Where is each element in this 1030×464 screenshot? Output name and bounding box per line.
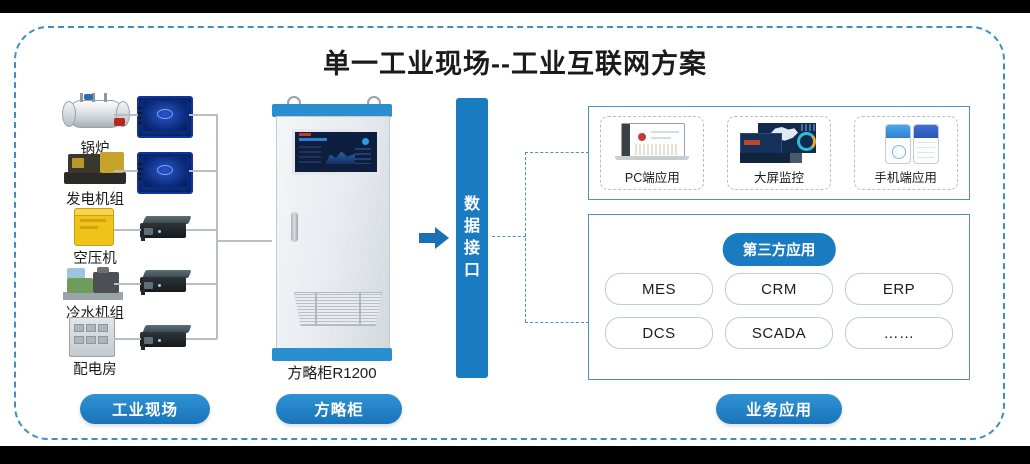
laptop-dashboard-icon bbox=[611, 122, 693, 164]
gateway-box-icon bbox=[140, 270, 192, 296]
outer-dashed-frame bbox=[14, 26, 1005, 440]
field-cabinet: 方略柜R1200 bbox=[270, 94, 394, 382]
app-pill-erp[interactable]: ERP bbox=[845, 273, 953, 305]
third-party-applications-badge: 第三方应用 bbox=[722, 233, 836, 266]
app-pill-more[interactable]: …… bbox=[845, 317, 953, 349]
app-card-pc[interactable]: PC端应用 bbox=[600, 116, 705, 190]
data-interface-bar: 数 据 接 口 bbox=[456, 98, 488, 378]
business-applications-panel: 第三方应用 MES CRM ERP DCS SCADA …… bbox=[588, 214, 970, 380]
section-pill-industrial-site: 工业现场 bbox=[80, 394, 210, 424]
cabinet-vent-icon bbox=[316, 292, 360, 326]
air-compressor-icon bbox=[70, 207, 116, 247]
big-screen-monitor-icon bbox=[738, 122, 820, 164]
letterbox-bottom bbox=[0, 446, 1030, 464]
device-label-generator: 发电机组 bbox=[66, 192, 124, 208]
wire-device-to-gateway bbox=[114, 338, 141, 340]
wire-device-to-gateway bbox=[114, 170, 138, 172]
boiler-icon bbox=[62, 92, 130, 132]
wire-bus-to-cabinet bbox=[216, 240, 272, 242]
right-arrow-icon bbox=[419, 227, 449, 249]
generator-set-icon bbox=[64, 150, 126, 186]
wire-gateway-to-bus bbox=[186, 283, 217, 285]
app-pill-mes[interactable]: MES bbox=[605, 273, 713, 305]
data-interface-char: 据 bbox=[463, 218, 480, 235]
app-card-label: PC端应用 bbox=[624, 171, 680, 185]
app-card-big-screen[interactable]: 大屏监控 bbox=[726, 116, 831, 190]
cabinet-bottom-band bbox=[272, 348, 392, 361]
wire-device-to-gateway bbox=[114, 114, 138, 116]
wire-gateway-to-bus bbox=[186, 338, 217, 340]
page-title: 单一工业现场--工业互联网方案 bbox=[323, 49, 707, 79]
device-label-air-compressor: 空压机 bbox=[73, 251, 117, 267]
dashed-connector-trunk bbox=[492, 236, 526, 237]
client-applications-panel: PC端应用 大屏监控 手机端应用 bbox=[588, 106, 970, 200]
app-pill-crm[interactable]: CRM bbox=[725, 273, 833, 305]
power-distribution-icon bbox=[67, 315, 115, 357]
hmi-panel-icon bbox=[137, 96, 193, 138]
third-party-pill-grid: MES CRM ERP DCS SCADA …… bbox=[605, 273, 953, 349]
dashed-connector-riser bbox=[525, 152, 526, 322]
dashed-connector-to-app-panel bbox=[525, 152, 589, 153]
device-label-power-room: 配电房 bbox=[73, 362, 117, 378]
app-card-label: 手机端应用 bbox=[874, 171, 937, 185]
cabinet-label: 方略柜R1200 bbox=[287, 365, 377, 382]
letterbox-top bbox=[0, 0, 1030, 13]
gateway-box-icon bbox=[140, 325, 192, 351]
data-interface-char: 接 bbox=[463, 240, 480, 257]
dashed-connector-to-biz-panel bbox=[525, 322, 589, 323]
section-pill-cabinet: 方略柜 bbox=[276, 394, 402, 424]
app-card-label: 大屏监控 bbox=[753, 171, 804, 185]
cabinet-hmi-screen-icon bbox=[292, 129, 380, 175]
gateway-box-icon bbox=[140, 216, 192, 242]
app-pill-scada[interactable]: SCADA bbox=[725, 317, 833, 349]
data-interface-char: 数 bbox=[463, 196, 480, 213]
wire-device-to-gateway bbox=[114, 283, 141, 285]
mobile-phones-icon bbox=[865, 122, 947, 164]
app-card-mobile[interactable]: 手机端应用 bbox=[853, 116, 958, 190]
app-pill-dcs[interactable]: DCS bbox=[605, 317, 713, 349]
wire-device-to-gateway bbox=[114, 229, 141, 231]
wire-gateway-to-bus bbox=[189, 170, 217, 172]
data-interface-char: 口 bbox=[463, 262, 480, 279]
wire-gateway-to-bus bbox=[189, 114, 217, 116]
hmi-panel-icon bbox=[137, 152, 193, 194]
wire-vertical-bus bbox=[216, 114, 218, 339]
section-pill-business-apps: 业务应用 bbox=[716, 394, 842, 424]
chiller-unit-icon bbox=[63, 264, 123, 302]
cabinet-top-band bbox=[272, 104, 392, 117]
cabinet-door-handle-icon bbox=[291, 212, 298, 242]
wire-gateway-to-bus bbox=[186, 229, 217, 231]
